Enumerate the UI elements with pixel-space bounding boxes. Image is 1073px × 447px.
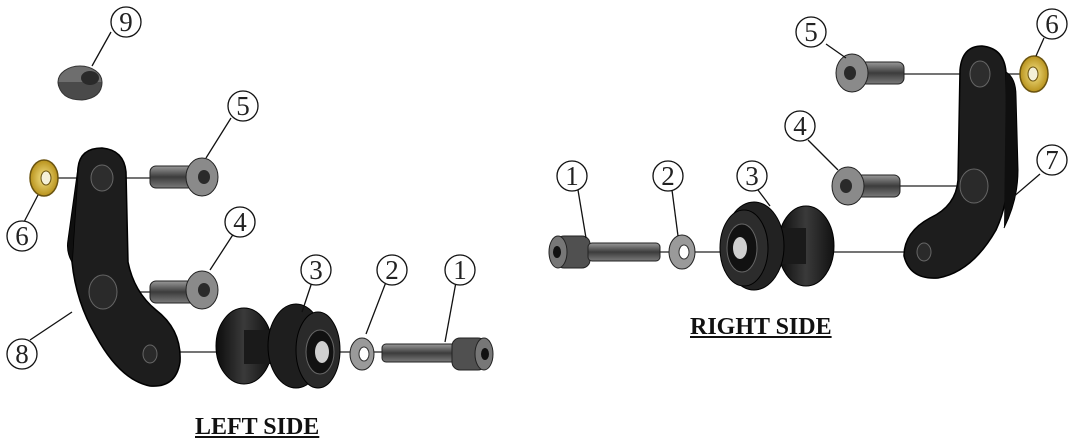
svg-text:2: 2 <box>385 255 399 285</box>
leader-lines-left <box>23 31 457 343</box>
part-1-screw-left <box>381 337 494 371</box>
callout-5-left: 5 <box>227 90 259 122</box>
callout-3-left: 3 <box>300 254 332 286</box>
svg-text:4: 4 <box>793 111 807 141</box>
callout-6-left: 6 <box>6 220 38 252</box>
callout-5-right: 5 <box>795 16 827 48</box>
svg-text:3: 3 <box>309 255 323 285</box>
svg-text:6: 6 <box>1045 9 1059 39</box>
callouts-right: 5 6 4 7 1 2 3 <box>556 8 1068 192</box>
callout-8: 8 <box>6 338 38 370</box>
svg-text:4: 4 <box>233 207 247 237</box>
svg-text:5: 5 <box>236 91 250 121</box>
callout-6-right: 6 <box>1036 8 1068 40</box>
svg-text:6: 6 <box>15 221 29 251</box>
part-4-bolt-right <box>831 166 901 206</box>
part-5-bolt-right <box>835 53 905 93</box>
part-3-spool-right <box>719 201 835 291</box>
part-9-sleeve <box>57 65 103 101</box>
part-2-washer-left <box>349 337 375 371</box>
svg-text:1: 1 <box>565 161 579 191</box>
part-2-washer-right <box>668 234 696 270</box>
part-3-spool-left <box>215 303 341 389</box>
svg-text:2: 2 <box>661 161 675 191</box>
svg-text:8: 8 <box>15 339 29 369</box>
left-side-caption: LEFT SIDE <box>195 414 320 440</box>
right-side-caption: RIGHT SIDE <box>690 314 832 340</box>
svg-text:7: 7 <box>1045 145 1059 175</box>
svg-text:9: 9 <box>119 7 133 37</box>
part-6-washer-left <box>29 159 59 197</box>
svg-text:1: 1 <box>453 255 467 285</box>
callout-1-left: 1 <box>444 254 476 286</box>
svg-text:3: 3 <box>745 161 759 191</box>
leader-lines-right <box>577 37 1045 239</box>
part-4-bolt-left <box>149 270 219 310</box>
part-1-screw-right <box>548 235 661 269</box>
callout-2-left: 2 <box>376 254 408 286</box>
part-8-bracket-left <box>67 147 181 387</box>
part-6-washer-right <box>1019 55 1049 93</box>
callout-9: 9 <box>110 6 142 38</box>
callout-4-left: 4 <box>224 206 256 238</box>
part-5-bolt-left <box>149 157 219 197</box>
callouts-left: 9 5 4 6 8 3 2 1 <box>6 6 476 370</box>
callout-4-right: 4 <box>784 110 816 142</box>
callout-2-right: 2 <box>652 160 684 192</box>
part-7-bracket-right <box>903 45 1019 279</box>
svg-text:5: 5 <box>804 17 818 47</box>
callout-3-right: 3 <box>736 160 768 192</box>
callout-7: 7 <box>1036 144 1068 176</box>
callout-1-right: 1 <box>556 160 588 192</box>
